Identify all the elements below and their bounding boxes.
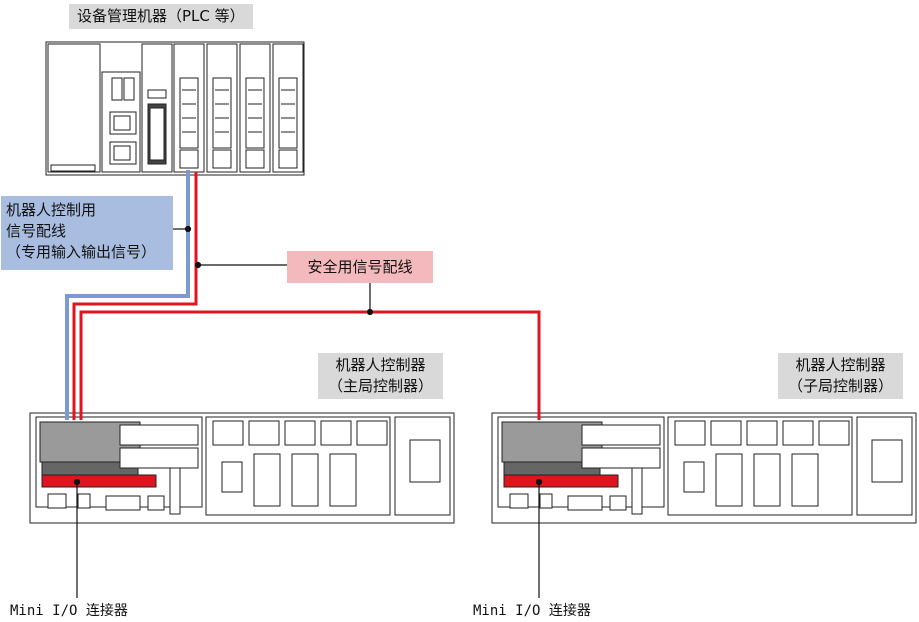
- main-controller-line-2: （主局控制器）: [328, 377, 434, 395]
- safety-wire-main-b: [79, 310, 541, 420]
- controller-main: [29, 412, 455, 524]
- robot-signal-line-2: 信号配线: [6, 222, 67, 240]
- mini-io-connector-right-label: Mini I/O 连接器: [473, 603, 591, 619]
- plc-title: 设备管理机器（PLC 等）: [69, 4, 253, 29]
- robot-signal-wire: [65, 170, 190, 420]
- sub-controller-line-1: 机器人控制器: [795, 356, 886, 374]
- leader-lines: [73, 225, 543, 598]
- sub-controller-line-2: （子局控制器）: [788, 377, 894, 395]
- mini-io-connector-left-label: Mini I/O 连接器: [10, 603, 128, 619]
- safety-wiring-label: 安全用信号配线: [287, 251, 433, 283]
- robot-signal-line-1: 机器人控制用: [6, 201, 97, 219]
- controller-sub: [491, 412, 917, 524]
- plc-unit: [45, 41, 305, 176]
- main-controller-label: 机器人控制器 （主局控制器）: [318, 353, 444, 399]
- main-controller-line-1: 机器人控制器: [335, 356, 426, 374]
- plc-terminal-marks: [182, 89, 295, 133]
- robot-signal-line-3: （专用输入输出信号）: [6, 243, 157, 261]
- safety-wire-main-a: [72, 172, 198, 420]
- sub-controller-label: 机器人控制器 （子局控制器）: [778, 353, 904, 399]
- robot-signal-label: 机器人控制用 信号配线 （专用输入输出信号）: [1, 196, 173, 270]
